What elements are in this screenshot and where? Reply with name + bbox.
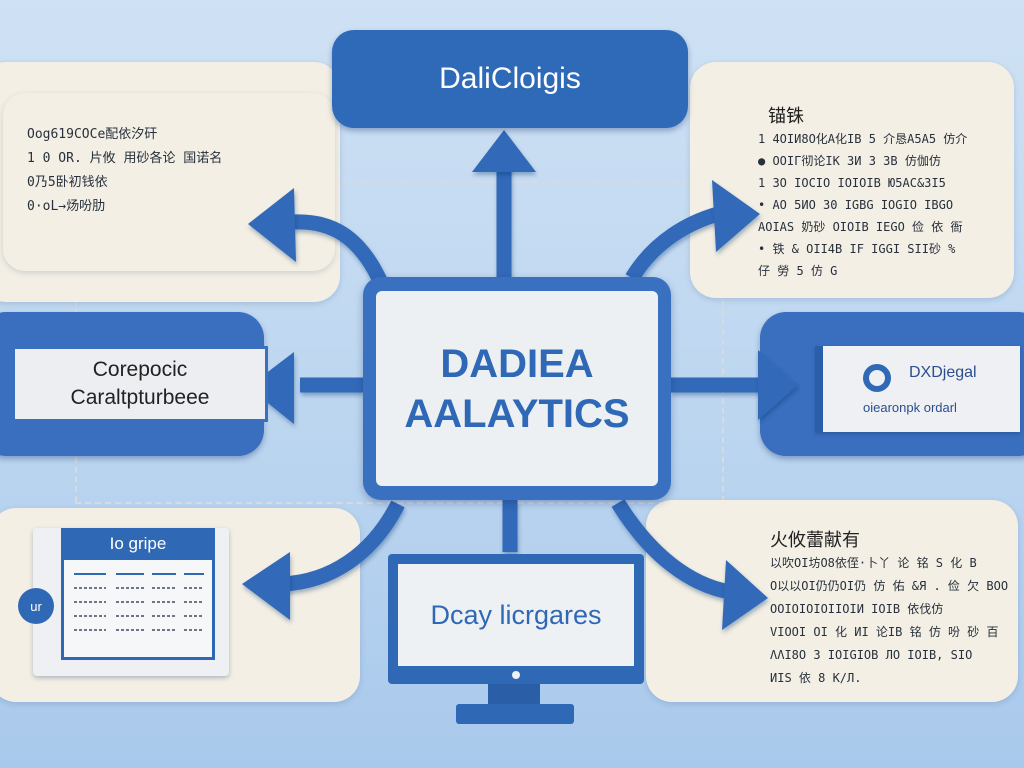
monitor: Dcay licrgares	[388, 554, 644, 684]
arrowhead-right	[758, 350, 798, 420]
arrow-up-right	[625, 206, 721, 283]
monitor-power-dot	[512, 671, 520, 679]
bottom-right-line: OOIOIOIOIIOIИ IOIB 依伐仿	[770, 602, 944, 616]
bottom-right-line: VIOOI OI 化 ИI 论IB 铭 仿 吩 砂 百	[770, 625, 999, 639]
arrowhead-down-right	[722, 560, 768, 630]
guide-line-top	[300, 181, 750, 183]
bottom-right-line: ИIS 依 8 K/Л.	[770, 671, 862, 685]
top-right-line: AOIAS 奶砂 OIOIB IEGO 俭 依 衙	[758, 220, 963, 234]
top-right-line: • AO 5ИO 30 IGBG IOGIO IBGO	[758, 198, 954, 212]
top-left-line: 1 0 OR. 片攸 用砂各论 国诺名	[27, 151, 223, 166]
table-card-badge: ur	[18, 588, 54, 624]
left-label-line2: Caraltpturbeee	[70, 386, 210, 409]
monitor-label: Dcay licrgares	[430, 599, 602, 630]
table-card-header: Io gripe	[109, 534, 167, 553]
top-right-line: 1 4OIИ8O化A化IB 5 介恳A5A5 仿介	[758, 132, 968, 146]
top-left-line: 0·oL→炀吩肋	[27, 199, 106, 214]
bottom-right-line: O以以OI仍仍OI仍 仿 佑 &Я . 俭 欠 BOO	[770, 579, 1009, 593]
arrowhead-up-right	[712, 180, 760, 252]
table-grid	[61, 560, 215, 660]
arrowhead-down-left	[242, 552, 290, 620]
bottom-right-title: 火攸蕾献有	[770, 530, 860, 551]
left-label-line1: Corepocic	[92, 358, 188, 381]
top-left-line: Oog619COCe配依汐矸	[27, 127, 158, 142]
arrow-down-right	[611, 499, 732, 600]
right-label-line2: oiearonpk ordarl	[863, 400, 957, 415]
table-card: Io gripe	[33, 528, 229, 676]
top-right-line: • 铁 & OII4B IF IGGI SII砂 %	[758, 242, 956, 256]
center-hub: DADIEA AALAYTICS	[363, 277, 671, 500]
top-left-panel: Oog619COCe配依汐矸 1 0 OR. 片攸 用砂各论 国诺名 0乃5卧初…	[3, 93, 335, 271]
top-right-line: 1 3O IOCIO IOIOIB Ю5AC&3I5	[758, 176, 946, 190]
right-label-line1: DXDjegal	[909, 364, 977, 381]
top-right-panel: 锚铢 1 4OIИ8O化A化IB 5 介恳A5A5 仿介 ● OOIГ彻论IK …	[690, 62, 1014, 298]
monitor-neck	[488, 684, 540, 706]
table-card-badge-text: ur	[30, 598, 42, 614]
title-label: DaliCloigis	[439, 62, 581, 95]
arrowhead-up-left	[248, 188, 296, 262]
guide-line-bottom	[75, 502, 755, 504]
monitor-stand	[456, 704, 574, 724]
arrow-up-left	[291, 214, 389, 289]
top-right-line: 仔 勞 5 仿 G	[758, 264, 838, 278]
title-box: DaliCloigis	[332, 30, 688, 128]
top-right-title: 锚铢	[768, 106, 804, 127]
center-title-line1: DADIEA	[440, 341, 594, 386]
arrowhead-up	[472, 130, 536, 172]
arrowhead-left	[248, 352, 294, 424]
bottom-right-line: 以吹OI坊O8依侄·卜丫 论 铭 S 化 B	[770, 556, 977, 570]
right-label-card: DXDjegal oiearonpk ordarl	[815, 346, 1020, 432]
left-label-card: Corepocic Caraltpturbeee	[12, 346, 268, 422]
center-title-line2: AALAYTICS	[404, 391, 630, 436]
top-left-line: 0乃5卧初钱依	[27, 175, 108, 190]
bottom-right-panel: 火攸蕾献有 以吹OI坊O8依侄·卜丫 论 铭 S 化 B O以以OI仍仍OI仍 …	[646, 500, 1018, 702]
arrow-down-left	[281, 500, 405, 592]
bottom-right-line: ΛΛΙ8O 3 IOIGIOB ЛO IOIB, SIO	[770, 648, 973, 662]
top-right-line: ● OOIГ彻论IK 3И 3 3B 仿伽仿	[758, 154, 941, 168]
circle-icon	[863, 364, 891, 392]
